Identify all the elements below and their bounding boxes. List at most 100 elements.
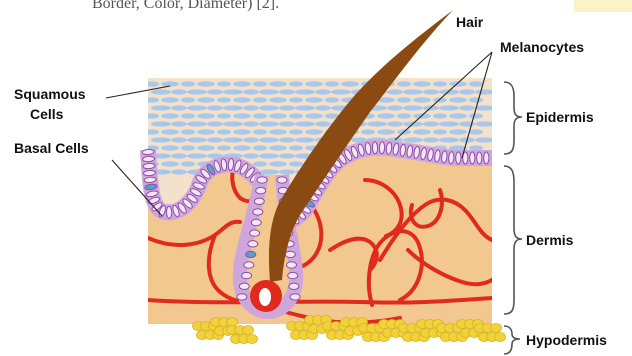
squamous-cell xyxy=(397,97,411,102)
squamous-cell xyxy=(305,129,323,134)
follicle-cell xyxy=(244,262,254,268)
squamous-cell xyxy=(269,81,287,86)
squamous-cell xyxy=(433,97,447,102)
squamous-cell xyxy=(181,97,195,102)
basal-cell xyxy=(372,142,378,154)
squamous-cell xyxy=(459,105,475,110)
squamous-cell xyxy=(145,113,159,118)
squamous-cell xyxy=(253,161,267,166)
caption-fragment: Border, Color, Diameter) [2]. xyxy=(92,0,279,12)
squamous-cell xyxy=(387,121,403,126)
squamous-cell xyxy=(433,81,447,86)
squamous-cell xyxy=(289,81,303,86)
label-squamous-line2: Cells xyxy=(30,106,64,122)
follicle-cell xyxy=(287,262,297,268)
label-melanocytes: Melanocytes xyxy=(500,39,584,55)
squamous-cell xyxy=(223,137,243,142)
squamous-cell xyxy=(243,89,259,94)
squamous-cell xyxy=(243,153,259,158)
squamous-cell xyxy=(259,89,279,94)
squamous-cell xyxy=(233,145,251,150)
squamous-cell xyxy=(233,81,251,86)
squamous-cell xyxy=(377,129,395,134)
squamous-cell xyxy=(295,121,315,126)
squamous-cell xyxy=(223,89,243,94)
squamous-cell xyxy=(253,145,267,150)
squamous-cell xyxy=(423,89,439,94)
squamous-cell xyxy=(171,121,187,126)
squamous-cell xyxy=(469,113,483,118)
squamous-cell xyxy=(295,105,315,110)
squamous-cell xyxy=(181,81,195,86)
squamous-cell xyxy=(207,89,223,94)
basal-cell xyxy=(142,149,154,155)
squamous-cell xyxy=(233,113,251,118)
squamous-cell xyxy=(243,105,259,110)
basal-cell xyxy=(143,170,155,176)
squamous-cell xyxy=(197,97,215,102)
squamous-cell xyxy=(217,97,231,102)
basal-cell xyxy=(379,142,385,154)
squamous-cell xyxy=(305,81,323,86)
squamous-cell xyxy=(197,145,215,150)
squamous-cell xyxy=(439,89,459,94)
squamous-cell xyxy=(161,81,179,86)
squamous-cell xyxy=(377,113,395,118)
follicle-cell xyxy=(251,219,261,225)
squamous-cell xyxy=(279,153,295,158)
squamous-cell xyxy=(181,161,195,166)
squamous-cell xyxy=(367,121,387,126)
squamous-cell xyxy=(295,89,315,94)
squamous-cell xyxy=(279,137,295,142)
squamous-cell xyxy=(413,97,431,102)
squamous-cell xyxy=(279,105,295,110)
squamous-cell xyxy=(403,137,423,142)
squamous-cell xyxy=(171,105,187,110)
follicle-cell xyxy=(288,272,298,278)
hair-bulb xyxy=(250,280,282,312)
squamous-cell xyxy=(197,113,215,118)
squamous-cell xyxy=(161,129,179,134)
squamous-cell xyxy=(387,105,403,110)
squamous-cell xyxy=(145,97,159,102)
follicle-cell xyxy=(239,283,249,289)
squamous-cell xyxy=(269,161,287,166)
squamous-cell xyxy=(171,153,187,158)
squamous-cell xyxy=(259,121,279,126)
squamous-cell xyxy=(449,113,467,118)
squamous-cell xyxy=(151,89,171,94)
layer-braces xyxy=(504,82,522,354)
follicle-cell xyxy=(250,230,260,236)
squamous-cell xyxy=(171,169,187,174)
squamous-cell xyxy=(475,105,495,110)
squamous-cell xyxy=(151,121,171,126)
squamous-cell xyxy=(207,105,223,110)
follicle-cell xyxy=(256,187,266,193)
squamous-cell xyxy=(469,145,483,150)
squamous-cell xyxy=(397,113,411,118)
squamous-cell xyxy=(439,121,459,126)
squamous-cell xyxy=(207,137,223,142)
squamous-cell xyxy=(181,145,195,150)
squamous-cell xyxy=(439,137,459,142)
squamous-cell xyxy=(207,121,223,126)
squamous-cell xyxy=(187,153,207,158)
fat-cell xyxy=(495,333,506,342)
squamous-cell xyxy=(187,121,207,126)
squamous-cell xyxy=(223,105,243,110)
squamous-cell xyxy=(197,81,215,86)
follicle-cell xyxy=(290,294,300,300)
squamous-cell xyxy=(161,145,179,150)
squamous-cell xyxy=(289,129,303,134)
follicle-cell xyxy=(254,198,264,204)
highlight-fragment xyxy=(574,0,632,12)
squamous-cell xyxy=(361,129,375,134)
squamous-cell xyxy=(259,137,279,142)
squamous-cell xyxy=(325,97,339,102)
squamous-cell xyxy=(145,81,159,86)
squamous-cell xyxy=(469,81,483,86)
basal-cell xyxy=(143,163,155,169)
squamous-cell xyxy=(315,105,331,110)
squamous-cell xyxy=(171,89,187,94)
follicle-cell xyxy=(242,272,252,278)
